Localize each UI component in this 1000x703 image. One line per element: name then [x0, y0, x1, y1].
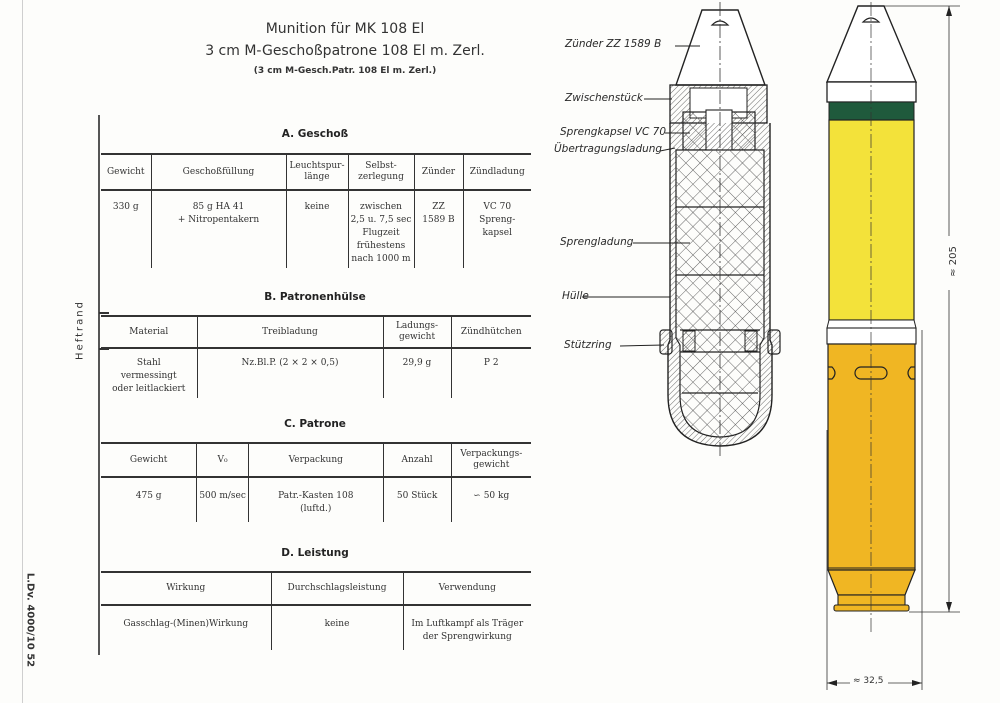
section-title-patrone: C. Patrone	[284, 418, 346, 430]
label-zuender: Zünder ZZ 1589 B	[565, 38, 662, 50]
table-cell: 500 m/sec	[196, 477, 249, 522]
table-cell: P 2	[450, 348, 531, 398]
table-cell: 475 g	[135, 491, 162, 501]
table-cell: Stahl vermessingt oder leitlackiert	[112, 358, 186, 394]
table-huelse: Material Treibladung Ladungs- gewicht Zü…	[101, 315, 531, 398]
column-header: Treibladung	[196, 315, 383, 349]
column-header: Zündhütchen	[450, 315, 531, 349]
table-cell: 330 g	[112, 202, 139, 212]
table-cell: Im Luftkampf als Träger der Sprengwirkun…	[402, 605, 531, 650]
column-header: Geschoßfüllung	[150, 153, 286, 191]
column-header: Durchschlagsleistung	[270, 571, 403, 606]
table-row: Gasschlag-(Minen)Wirkung keine Im Luftka…	[101, 605, 531, 650]
binding-tick	[99, 312, 109, 314]
table-cell: keine	[270, 605, 403, 650]
table-patrone: Gewicht V₀ Verpackung Anzahl Verpackungs…	[101, 442, 531, 522]
column-header: Zündladung	[462, 153, 531, 191]
table-cell: ∽ 50 kg	[450, 477, 531, 522]
table-row: Stahl vermessingt oder leitlackiert Nz.B…	[101, 348, 531, 398]
section-title-geschoss: A. Geschoß	[281, 128, 349, 140]
binding-line	[22, 0, 23, 703]
binding-tick	[99, 348, 109, 350]
section-title-huelse: B. Patronenhülse	[264, 291, 366, 303]
table-row: 330 g 85 g HA 41 + Nitropentakern keine …	[101, 190, 531, 268]
label-huelle: Hülle	[562, 290, 589, 302]
page-subtitle: 3 cm M-Geschoßpatrone 108 El m. Zerl.	[205, 43, 485, 59]
column-header: Gewicht	[101, 153, 151, 191]
table-cell: zwischen 2,5 u. 7,5 sec Flugzeit frühest…	[347, 190, 414, 268]
table-cell: 50 Stück	[382, 477, 452, 522]
column-header: V₀	[196, 442, 249, 478]
table-cell: Nz.Bl.P. (2 × 2 × 0,5)	[196, 348, 383, 398]
column-header: Selbst- zerlegung	[347, 153, 414, 191]
page-title: Munition für MK 108 El	[265, 21, 425, 37]
table-cell: Gasschlag-(Minen)Wirkung	[123, 619, 249, 629]
table-cell: 29,9 g	[382, 348, 451, 398]
title-block: Munition für MK 108 El 3 cm M-Geschoßpat…	[150, 18, 540, 76]
label-stuetzring: Stützring	[564, 339, 612, 351]
column-header: Material	[101, 315, 197, 349]
column-header: Verwendung	[402, 571, 531, 606]
page-abbreviation: (3 cm M-Gesch.Patr. 108 El m. Zerl.)	[253, 66, 437, 76]
column-header: Gewicht	[101, 442, 197, 478]
table-geschoss: Gewicht Geschoßfüllung Leuchtspur- länge…	[101, 153, 531, 268]
label-sprengladung: Sprengladung	[560, 236, 634, 248]
column-header: Ladungs- gewicht	[382, 315, 451, 349]
column-header: Leuchtspur- länge	[285, 153, 348, 191]
table-cell: ZZ 1589 B	[413, 190, 463, 268]
label-zwischenstueck: Zwischenstück	[565, 92, 643, 104]
dimension-length: ≈ 205	[947, 246, 959, 277]
label-sprengkapsel: Sprengkapsel VC 70	[560, 126, 667, 138]
column-header: Verpackungs- gewicht	[450, 442, 531, 478]
column-header: Wirkung	[101, 571, 271, 606]
table-cell: 85 g HA 41 + Nitropentakern	[150, 190, 286, 268]
heftrand-label: Heftrand	[74, 300, 86, 360]
table-row: 475 g 500 m/sec Patr.-Kasten 108 (luftd.…	[101, 477, 531, 522]
margin-rule	[98, 115, 100, 655]
cross-section-drawing	[582, 2, 960, 690]
table-leistung: Wirkung Durchschlagsleistung Verwendung …	[101, 571, 531, 650]
technical-drawings: Zünder ZZ 1589 B Zwischenstück Sprengkap…	[540, 0, 1000, 703]
column-header: Verpackung	[247, 442, 384, 478]
table-cell: keine	[285, 190, 348, 268]
column-header: Anzahl	[382, 442, 452, 478]
table-cell: VC 70 Spreng- kapsel	[462, 190, 531, 268]
section-title-leistung: D. Leistung	[281, 547, 349, 559]
document-reference: L.Dv. 4000/10 52	[24, 572, 36, 668]
column-header: Zünder	[413, 153, 463, 191]
label-uebertragungsladung: Übertragungsladung	[554, 143, 663, 155]
table-cell: Patr.-Kasten 108 (luftd.)	[247, 477, 384, 522]
dimension-diameter: ≈ 32,5	[853, 676, 884, 686]
